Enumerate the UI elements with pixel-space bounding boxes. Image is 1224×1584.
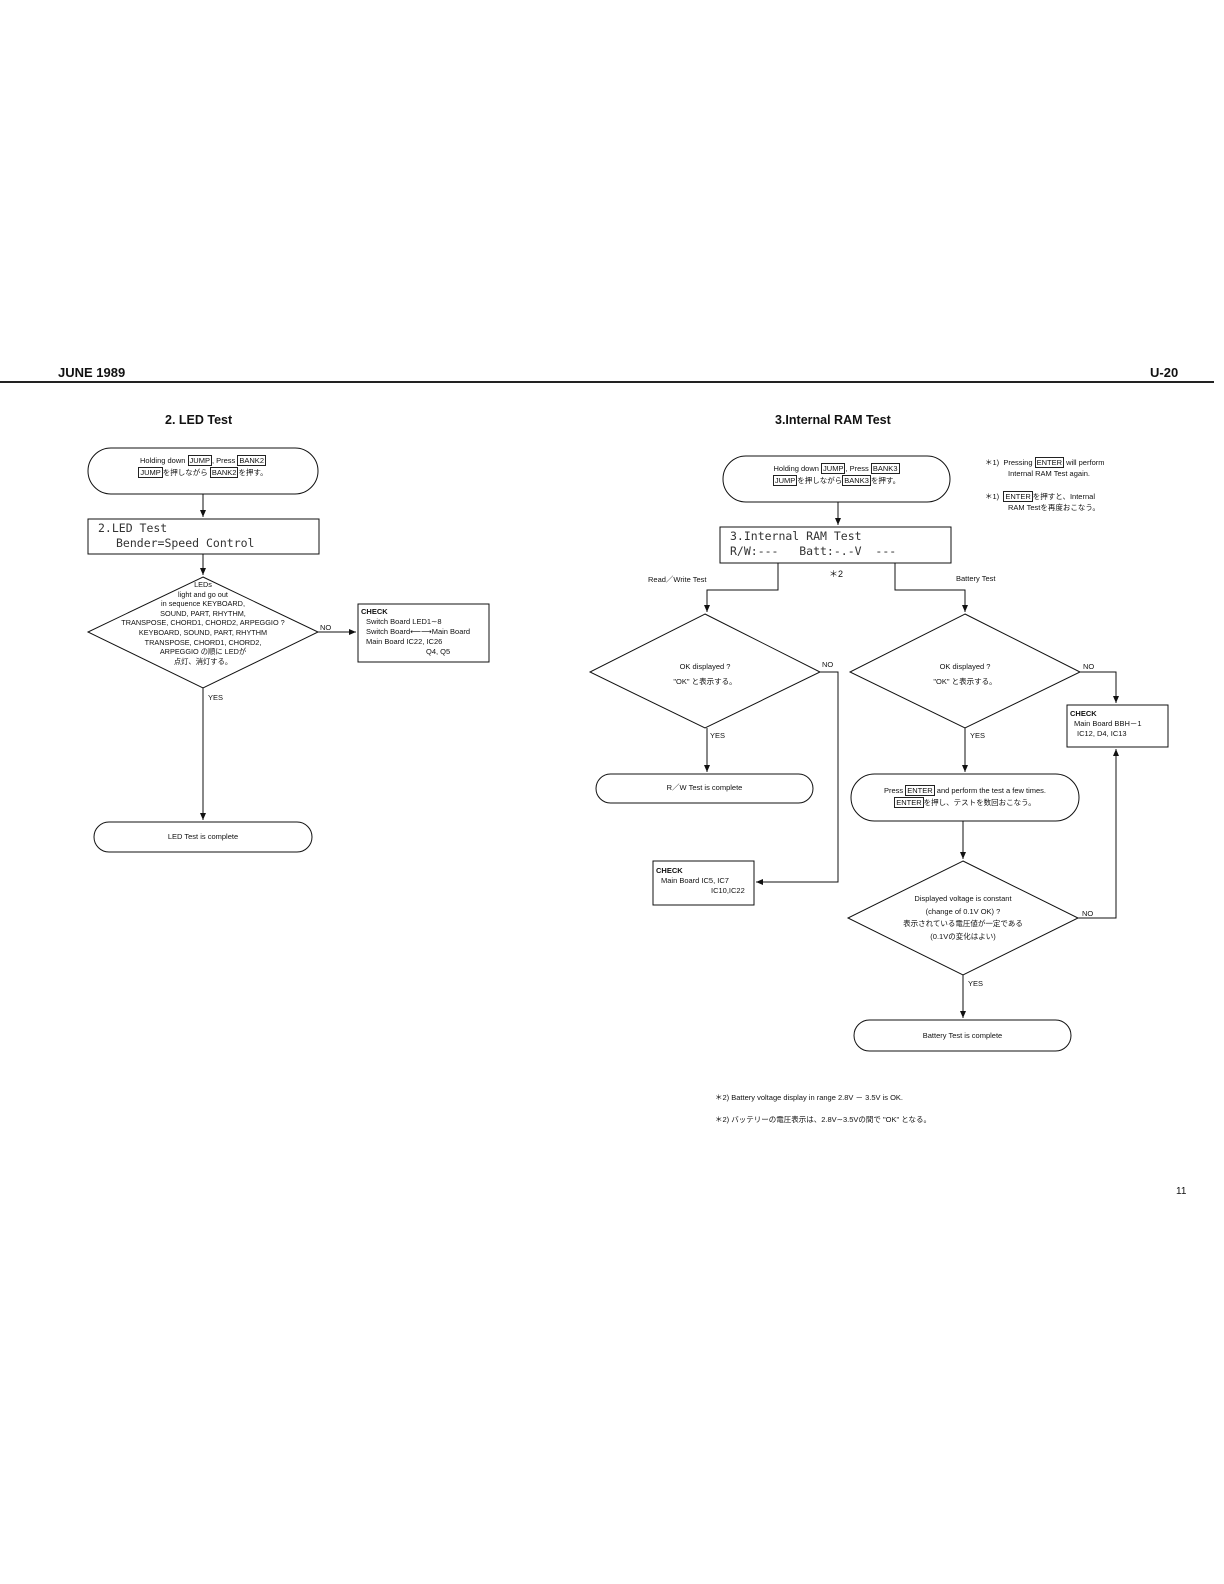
- check-main-box: [652, 860, 755, 906]
- star2-label: ＊2: [829, 569, 844, 579]
- led-check-box: [357, 603, 490, 663]
- led-check-text: CHECK Switch Board LED1∼8 Switch Board⟵⟶…: [361, 607, 471, 656]
- led-end-text: LED Test is complete: [167, 832, 239, 841]
- batt-complete-text: Battery Test is complete: [922, 1031, 1003, 1040]
- ram-display-box: [719, 526, 952, 564]
- voltage-no-label: NO: [1082, 909, 1094, 918]
- batt-decision-text: OK displayed ? "OK" と表示する。: [933, 662, 997, 686]
- check-main-text: CHECK Main Board IC5, IC7 IC10,IC22: [656, 866, 745, 895]
- header-date: JUNE 1989: [58, 365, 126, 380]
- jump-key: JUMP: [187, 455, 212, 466]
- rw-complete-text: R／W Test is complete: [666, 783, 743, 792]
- footnote-en: ＊2) Battery voltage display in range 2.8…: [715, 1093, 904, 1102]
- led-yes-label: YES: [208, 693, 224, 702]
- bank3-key: BANK3: [870, 463, 900, 474]
- voltage-decision-text: Displayed voltage is constant (change of…: [903, 894, 1023, 941]
- rw-complete-terminal: [595, 773, 814, 804]
- header-rule: [0, 381, 1214, 383]
- page-number: 11: [1176, 1186, 1187, 1197]
- batt-no-label: NO: [1083, 662, 1095, 671]
- led-decision-text: LEDs light and go out in sequence KEYBOA…: [121, 580, 285, 666]
- bank2-key: BANK2: [237, 455, 266, 466]
- footnote-jp: ＊2) バッテリーの電圧表示は、2.8V∼3.5Vの間で "OK" となる。: [715, 1115, 931, 1124]
- ram-note-1: ＊1) Pressing ENTER will perform Internal…: [985, 457, 1105, 478]
- enter-key: ENTER: [905, 785, 935, 796]
- voltage-yes-label: YES: [968, 979, 984, 988]
- led-end-terminal: [93, 821, 313, 853]
- led-no-label: NO: [320, 623, 332, 632]
- batt-test-label: Battery Test: [956, 574, 996, 583]
- rw-decision-text: OK displayed ? "OK" と表示する。: [673, 662, 737, 686]
- rw-yes-label: YES: [710, 731, 726, 740]
- rw-no-label: NO: [822, 660, 834, 669]
- led-test-title: 2. LED Test: [165, 413, 233, 427]
- ram-start-terminal: [722, 455, 951, 503]
- ram-test-title: 3.Internal RAM Test: [775, 413, 891, 427]
- rw-test-label: Read／Write Test: [648, 575, 707, 584]
- batt-yes-label: YES: [970, 731, 986, 740]
- press-enter-text: Press ENTER and perform the test a few t…: [884, 785, 1046, 808]
- press-enter-terminal: [850, 773, 1080, 822]
- check-bbh-box: [1066, 704, 1169, 748]
- rw-decision-diamond: [588, 613, 822, 729]
- check-bbh-text: CHECK Main Board BBH－1 IC12, D4, IC13: [1070, 709, 1142, 738]
- header-model: U-20: [1150, 365, 1179, 380]
- batt-complete-terminal: [853, 1019, 1072, 1052]
